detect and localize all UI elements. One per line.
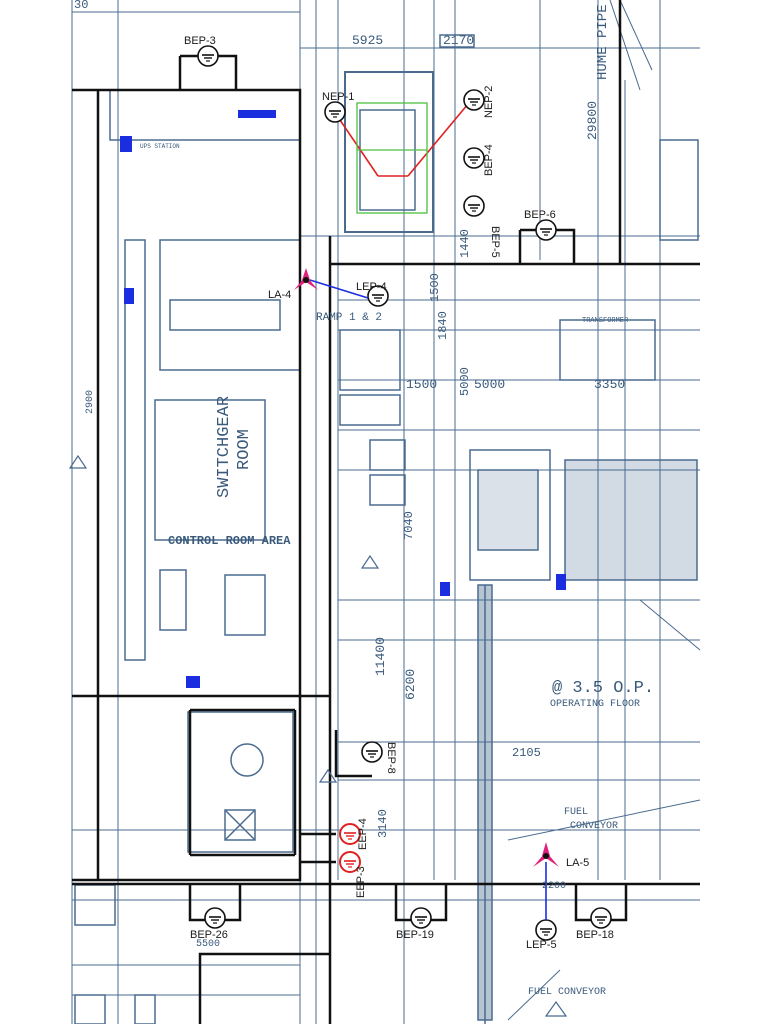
dim-7040: 7040 <box>402 511 416 540</box>
lightning-arrester-icon <box>533 842 559 867</box>
label-hume-pipe: HUME PIPE <box>595 4 611 80</box>
earth-pits <box>197 45 612 941</box>
dim-5000: 5000 <box>474 377 505 392</box>
tag-bep26: BEP-26 <box>190 929 228 941</box>
label-transformer: TRANSFORMER <box>582 317 629 325</box>
label-ups-station: UPS STATION <box>140 143 180 150</box>
tag-bep3: BEP-3 <box>184 35 216 47</box>
tag-lep4: LEP-4 <box>356 281 387 293</box>
tag-lep5: LEP-5 <box>526 939 557 951</box>
dimension-labels: 30 5925 2170 29800 1500 1840 1440 1500 5… <box>74 0 625 950</box>
dim-5500: 5500 <box>196 939 220 950</box>
room-labels: HUME PIPE SWITCHGEAR ROOM CONTROL ROOM A… <box>140 4 654 998</box>
blue-panels <box>120 110 566 688</box>
earth-pit-icon <box>590 907 612 929</box>
earth-pit-icon <box>463 89 485 111</box>
earth-pit-icon <box>535 919 557 941</box>
label-operating-level: @ 3.5 O.P. <box>552 679 654 698</box>
tag-eep3: EEP-3 <box>355 866 367 898</box>
dim-3350: 3350 <box>594 377 625 392</box>
dim-2900: 2900 <box>85 390 96 414</box>
tag-bep8: BEP-8 <box>385 742 397 774</box>
dim-11400: 11400 <box>373 637 388 676</box>
equipment-tags: BEP-3 NEP-1 NEP-2 BEP-4 BEP-5 BEP-6 LA-4… <box>184 35 614 951</box>
tag-bep6: BEP-6 <box>524 209 556 221</box>
label-room: ROOM <box>235 429 254 470</box>
dim-30: 30 <box>74 0 88 12</box>
tag-bep4: BEP-4 <box>483 144 495 176</box>
dim-3140: 3140 <box>376 809 390 838</box>
label-ramp: RAMP 1 & 2 <box>316 312 382 324</box>
earth-pit-icon <box>535 219 557 241</box>
dim-5000v: 5000 <box>458 367 472 396</box>
dim-2200: 2200 <box>542 881 566 892</box>
dim-2170: 2170 <box>443 33 474 48</box>
dim-1440: 1440 <box>458 229 472 258</box>
green-transformer-outline <box>356 102 428 214</box>
earth-pit-icon <box>324 101 346 123</box>
tag-eep4: EEP-4 <box>357 818 369 850</box>
earth-pit-icon <box>463 147 485 169</box>
tag-nep1: NEP-1 <box>322 91 354 103</box>
tag-nep2: NEP-2 <box>483 86 495 118</box>
dim-1500a: 1500 <box>428 273 442 302</box>
earth-pit-icon <box>367 285 389 307</box>
earth-pit-icon <box>339 823 361 845</box>
tag-bep19: BEP-19 <box>396 929 434 941</box>
warning-triangle-icon <box>68 454 568 1017</box>
lightning-leads <box>309 279 547 920</box>
tag-bep18: BEP-18 <box>576 929 614 941</box>
label-fuel-conveyor: FUEL CONVEYOR <box>528 987 606 998</box>
dim-2105: 2105 <box>512 746 541 760</box>
label-switchgear: SWITCHGEAR <box>215 396 234 498</box>
earth-pit-icon <box>197 45 219 67</box>
earth-pit-icon <box>410 907 432 929</box>
earth-pit-icon <box>204 907 226 929</box>
earth-pit-icon <box>339 851 361 873</box>
label-fuel-1: FUEL <box>564 807 588 818</box>
dim-1500b: 1500 <box>406 377 437 392</box>
label-fuel-2: CONVEYOR <box>570 821 618 832</box>
label-control-room-area: CONTROL ROOM AREA <box>168 534 291 548</box>
dim-6200: 6200 <box>403 669 418 700</box>
dim-1840: 1840 <box>436 311 450 340</box>
lightning-arrester-icon <box>294 268 318 290</box>
earth-pit-icon <box>361 741 383 763</box>
dim-29800: 29800 <box>585 101 600 140</box>
label-operating-floor: OPERATING FLOOR <box>550 699 640 710</box>
earth-conductor <box>72 0 700 1024</box>
earth-pit-icon <box>463 195 485 217</box>
tag-bep5: BEP-5 <box>489 226 501 258</box>
neutral-earth-connections <box>339 103 469 177</box>
tag-la5: LA-5 <box>566 857 589 869</box>
dim-5925: 5925 <box>352 33 383 48</box>
tag-la4: LA-4 <box>268 289 291 301</box>
